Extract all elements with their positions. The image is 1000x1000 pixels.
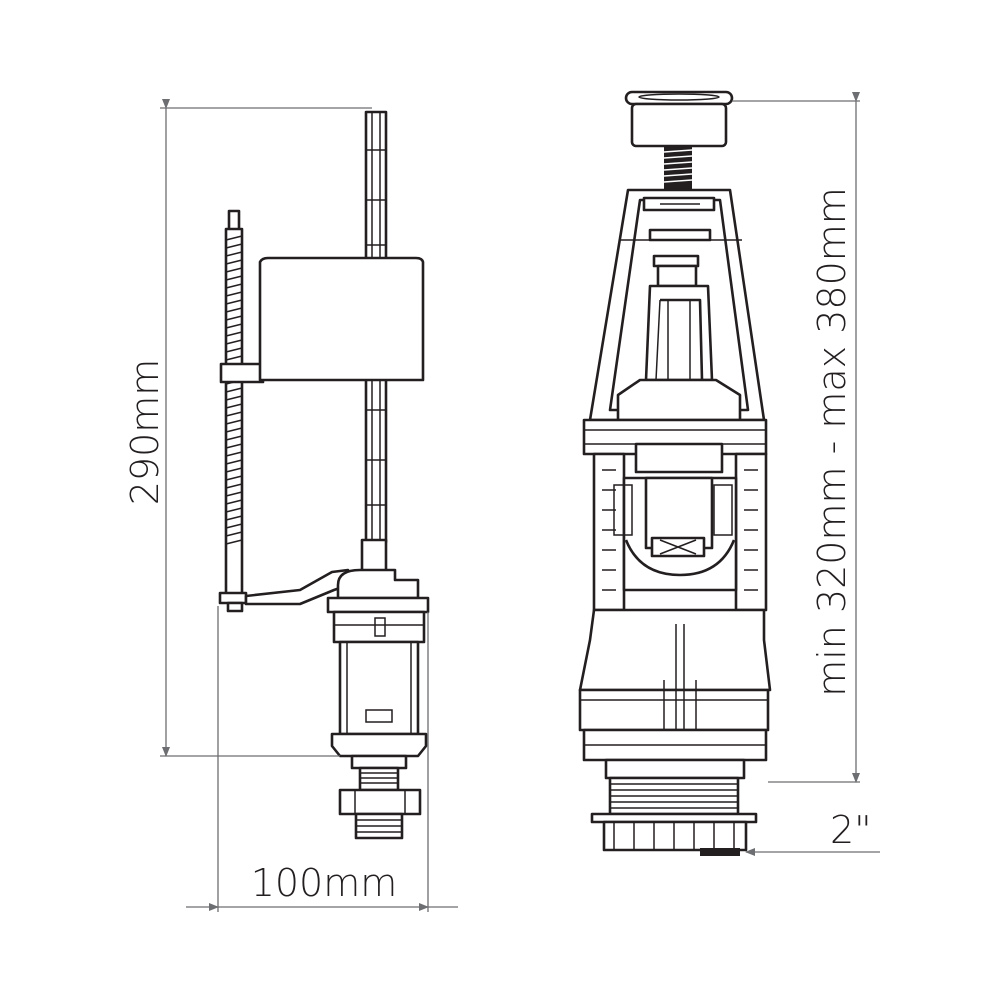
rod-clip	[219, 362, 265, 384]
inlet-thread	[338, 754, 422, 840]
push-button	[624, 90, 734, 190]
dimension-320-380mm	[732, 92, 860, 783]
dimension-290mm	[160, 99, 372, 757]
label-100mm: 100mm	[251, 861, 398, 905]
label-320-380mm: min 320mm - max 380mm	[810, 187, 854, 697]
base-housing	[578, 608, 772, 762]
valve-body	[330, 640, 428, 758]
fill-valve	[218, 110, 430, 840]
dimension-100mm	[186, 606, 458, 912]
central-column	[616, 284, 742, 422]
label-290mm: 290mm	[123, 359, 167, 506]
threaded-rod	[218, 209, 248, 613]
valve-head	[326, 568, 430, 644]
label-2inch: 2"	[830, 808, 872, 852]
mid-section	[592, 452, 768, 612]
flush-valve	[578, 90, 772, 856]
float-box	[258, 256, 425, 382]
collar	[582, 418, 768, 474]
outlet-thread	[590, 758, 758, 856]
